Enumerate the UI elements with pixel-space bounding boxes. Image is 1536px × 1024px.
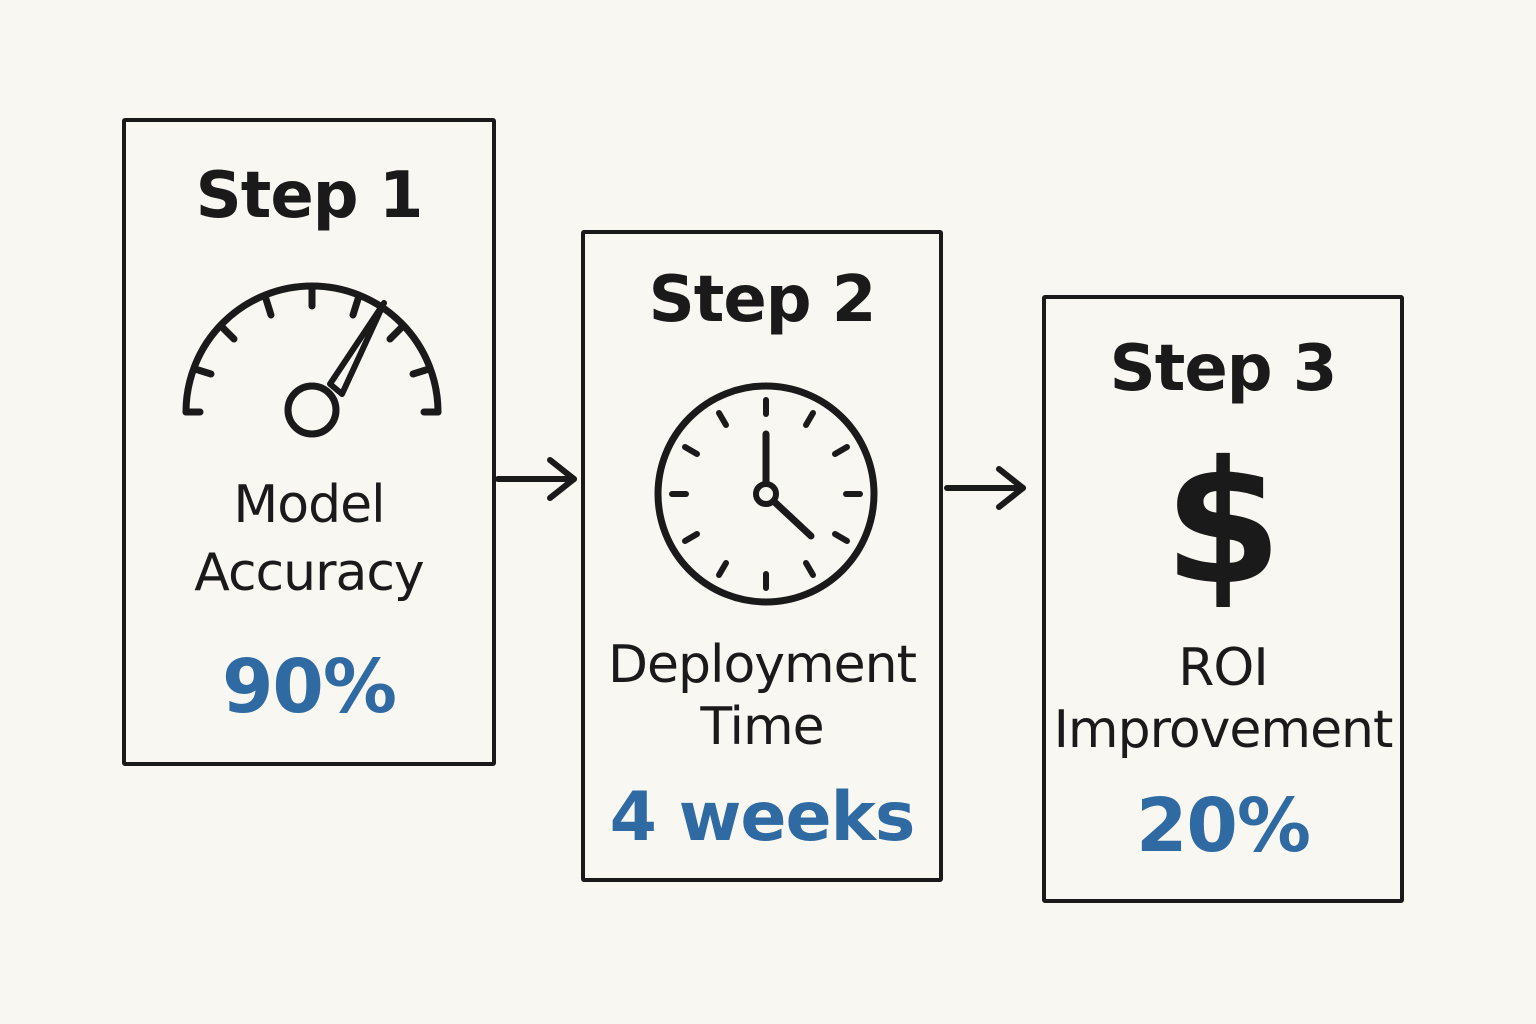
clock-icon [654, 382, 878, 606]
step-3-metric: 20% [1135, 783, 1311, 869]
step-1-card: Step 1 Model Accuracy 90% [122, 118, 496, 766]
arrow-step-2-to-3 [944, 466, 1026, 510]
dollar-icon: $ [1163, 425, 1283, 623]
arrow-step-1-to-2 [495, 457, 577, 501]
gauge-icon [182, 282, 442, 438]
step-1-metric: 90% [221, 644, 397, 730]
step-2-label-line-1: Deployment [607, 635, 917, 695]
step-3-label-line-1: ROI [1178, 638, 1268, 698]
step-1-label-line-1: Model [233, 475, 385, 535]
step-2-label-line-2: Time [700, 697, 824, 757]
step-2-metric: 4 weeks [609, 778, 916, 857]
step-2-card: Step 2 Deployment Time 4 weeks [581, 230, 943, 882]
step-3-label-line-2: Improvement [1053, 700, 1394, 760]
step-1-title: Step 1 [195, 159, 424, 233]
step-3-card: Step 3 $ ROI Improvement 20% [1042, 295, 1404, 903]
step-1-label-line-2: Accuracy [194, 543, 424, 603]
step-2-title: Step 2 [648, 263, 877, 337]
step-3-title: Step 3 [1109, 332, 1338, 406]
